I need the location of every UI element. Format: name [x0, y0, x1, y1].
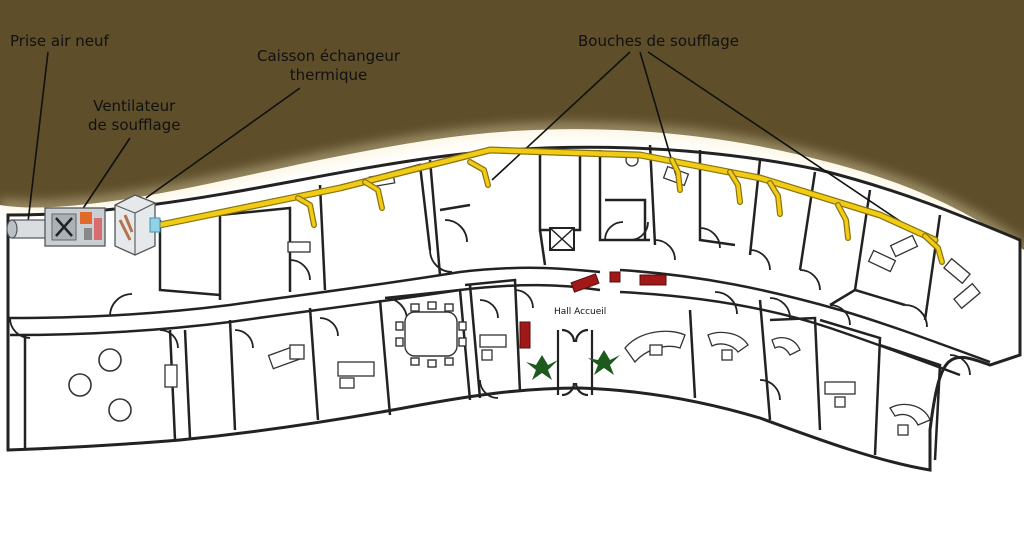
label-ventilateur: Ventilateur de soufflage	[88, 97, 180, 135]
label-caisson: Caisson échangeur thermique	[257, 47, 400, 85]
door-swings	[9, 219, 971, 401]
supply-duct	[151, 146, 939, 244]
label-caisson-line1: Caisson échangeur	[257, 47, 401, 65]
label-bouches: Bouches de soufflage	[578, 32, 740, 50]
label-ventilateur-line2: de soufflage	[88, 116, 181, 134]
fan-unit-icon	[44, 207, 106, 247]
supply-outlets	[295, 157, 945, 265]
label-caisson-line2: thermique	[289, 66, 368, 84]
label-ventilateur-line1: Ventilateur	[93, 97, 176, 115]
office-desks	[164, 153, 981, 436]
leader-lines	[27, 51, 941, 249]
room-partitions-lower	[23, 278, 942, 461]
meeting-tables	[68, 348, 132, 422]
reception-sofas	[519, 271, 667, 349]
lift-shaft	[549, 227, 575, 251]
background-band	[0, 0, 1024, 250]
exchanger-box-icon	[114, 194, 161, 256]
label-hall-accueil: Hall Accueil	[554, 307, 607, 317]
label-prise-air: Prise air neuf	[10, 32, 109, 50]
plants	[526, 350, 620, 380]
hall-entrance	[556, 328, 594, 397]
band-glow	[0, 124, 1024, 255]
corridor-walls	[7, 266, 991, 377]
conference-table	[395, 301, 467, 368]
